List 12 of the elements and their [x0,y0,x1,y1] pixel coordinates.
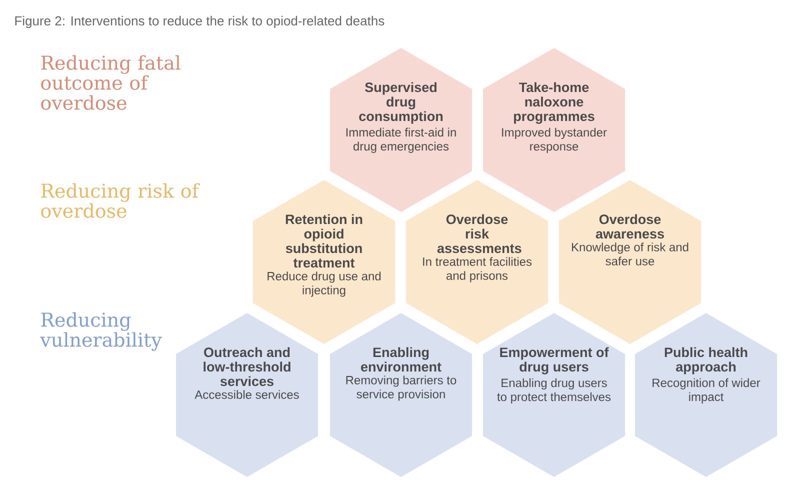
hexagon: Take-home naloxone programmes Improved bystander response [483,48,625,212]
row-heading: Reducing risk of overdose [41,183,200,218]
hexagon: Empowerment of drug users Enabling drug users to protect themselves [483,313,625,477]
hexagon: Overdose awareness Knowledge of risk and safer use [559,180,701,344]
hexagon: Supervised drug consumption Immediate first-aid in drug emergencies [330,48,472,212]
hexagon: Enabling environment Removing barriers to service provision [330,313,472,477]
hexagon: Outreach and low-threshold services Accessible services [176,313,318,477]
hexagon: Public health approach Recognition of wider impact [635,313,777,477]
hexagon: Overdose risk assessments In treatment facilities and prisons [406,180,548,344]
hexagon: Retention in opioid substitution treatment Reduce drug use and injecting [253,180,395,344]
figure-title: Figure 2: Interventions to reduce the risk to opiod-related deaths [15,16,384,28]
row-heading: Reducing fatal outcome of overdose [41,55,180,110]
